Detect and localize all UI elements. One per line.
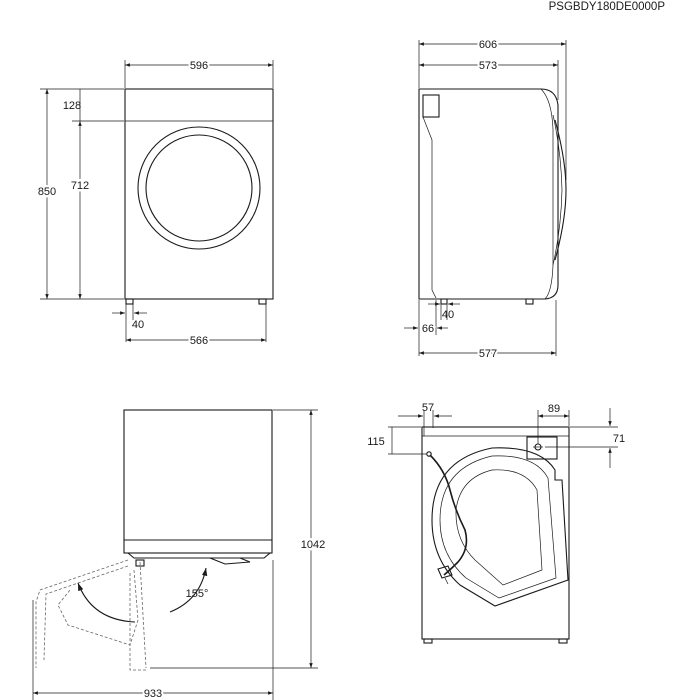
side-depth-body-label: 573 — [479, 60, 497, 72]
side-door-edge — [552, 114, 563, 266]
front-width-label: 596 — [190, 60, 208, 72]
door-view-plinth — [126, 552, 272, 559]
rear-hose-outlet — [426, 451, 432, 457]
door-view-hinge — [209, 557, 251, 565]
front-view: 596 850 128 712 40 566 — [35, 58, 274, 349]
rear-foot-left — [423, 638, 433, 644]
rear-hose-offset-x-label: 57 — [422, 402, 434, 414]
rear-cabinet — [421, 426, 570, 640]
rear-hose-end — [444, 577, 449, 585]
document-code: PSGBDY180DE0000P — [549, 1, 666, 13]
rear-foot-right — [558, 638, 568, 644]
side-front-curve — [540, 88, 554, 300]
side-rear-contour — [422, 116, 437, 299]
rear-drum-inner — [439, 455, 557, 599]
door-open-view: 155° 1042 933 — [32, 409, 328, 700]
side-depth-total-label: 606 — [479, 39, 497, 51]
opened-door-inner-edge — [43, 565, 129, 661]
rear-drum-core — [455, 469, 543, 586]
front-top-panel-label: 128 — [63, 100, 81, 112]
rear-hose-clip — [437, 565, 453, 579]
opened-door-top-edge — [35, 559, 129, 668]
front-foot-offset-label: 40 — [132, 319, 144, 331]
side-depth-base-label: 577 — [479, 348, 497, 360]
front-foot-right — [258, 298, 267, 305]
door-angle-label: 155° — [186, 588, 209, 600]
opened-door-lower — [129, 573, 146, 671]
rear-inlet-offset-y-label: 71 — [613, 433, 625, 445]
front-foot-left — [125, 298, 134, 305]
side-foot-rear — [440, 298, 448, 305]
door-width-open-label: 933 — [144, 688, 162, 700]
front-height-total-label: 850 — [38, 186, 56, 198]
side-foot-offset-label: 40 — [442, 309, 454, 321]
opened-door-frame — [57, 569, 139, 646]
rear-drum-outline — [431, 447, 569, 607]
side-foot-front — [525, 298, 534, 305]
door-angle-arc-left — [77, 582, 136, 623]
side-view: 606 573 40 66 577 — [404, 37, 567, 362]
front-body-height-label: 712 — [71, 180, 89, 192]
front-door-inner — [145, 134, 253, 242]
front-foot-span-label: 566 — [190, 335, 208, 347]
side-rear-offset-label: 66 — [422, 323, 434, 335]
rear-inlet-offset-x-label: 89 — [548, 403, 560, 415]
front-cabinet — [124, 88, 274, 300]
rear-hose-offset-y-label: 115 — [367, 436, 385, 448]
rear-drain-hose — [429, 454, 468, 576]
door-height-open-label: 1042 — [301, 539, 325, 551]
side-door-bulge — [554, 119, 567, 261]
door-view-cabinet — [123, 409, 273, 554]
side-rear-box — [422, 94, 440, 118]
rear-view: 57 115 89 71 — [367, 402, 625, 644]
door-view-foot — [135, 559, 145, 567]
side-cabinet — [418, 88, 559, 300]
front-door-outer — [137, 126, 261, 250]
door-angle-arc-right — [169, 567, 208, 613]
opened-door-hinge-line — [139, 561, 147, 669]
rear-inlet-box — [526, 436, 558, 460]
